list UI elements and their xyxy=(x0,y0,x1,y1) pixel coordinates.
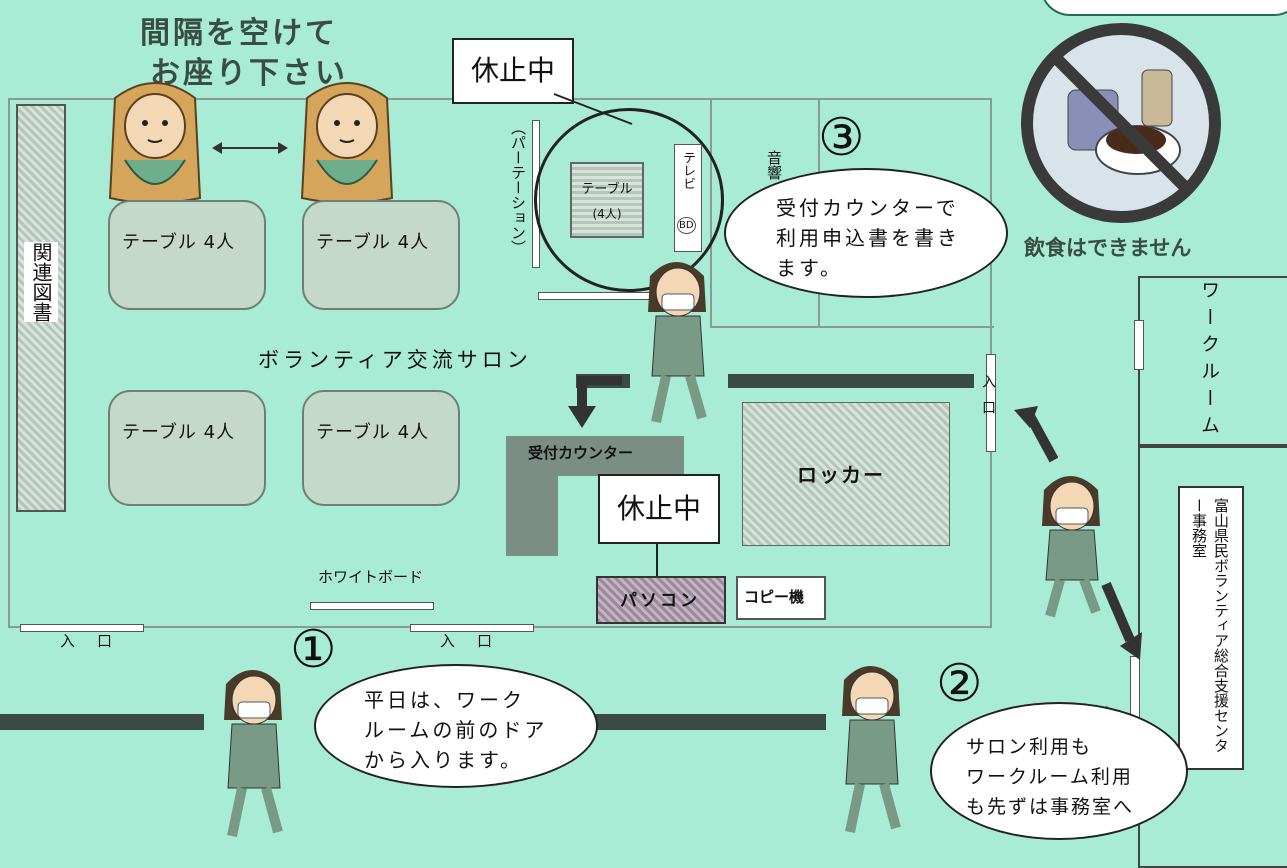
office-label: 富山県民ボランティア総合支援センター事務室 xyxy=(1190,498,1230,753)
highlight-circle xyxy=(534,108,724,292)
whiteboard xyxy=(310,602,434,610)
mermaid-illustration-left xyxy=(108,82,202,204)
paused-sign-middle: 休止中 xyxy=(598,474,720,544)
entrance-right-label: 入口 xyxy=(980,374,996,426)
step1-speech-bubble: 平日は、ワーク ルームの前のドア から入ります。 xyxy=(314,664,598,788)
arrow-to-entrance-icon xyxy=(1014,406,1058,463)
table-label: テーブル 4人 xyxy=(122,422,236,443)
entrance-left-door xyxy=(20,624,144,632)
entrance-left-label: 入口 xyxy=(60,632,135,650)
no-food-notice: 飲食はできません xyxy=(1024,236,1192,260)
entrance-center-door xyxy=(410,624,534,632)
locker-label: ロッカー xyxy=(797,463,885,487)
table-top-left: テーブル 4人 xyxy=(108,200,266,310)
step3-number: ③ xyxy=(818,108,865,168)
step2-number: ② xyxy=(936,654,983,714)
person-walking-step3 xyxy=(648,262,707,424)
step2-text-line3: も先ずは事務室へ xyxy=(966,796,1135,818)
annex-floor-line xyxy=(710,326,994,328)
tv-label: テレビ xyxy=(680,151,695,190)
step1-text-line2: ルームの前のドア xyxy=(364,718,548,742)
distance-double-arrow-icon xyxy=(212,142,288,154)
step2-speech-bubble: サロン利用も ワークルーム利用 も先ずは事務室へ xyxy=(930,702,1188,840)
corridor-wall-middle xyxy=(580,714,826,730)
paused-pointer-middle xyxy=(656,542,658,578)
workroom-label: ワークルーム xyxy=(1198,280,1220,442)
step3-text-line3: ます。 xyxy=(776,256,843,280)
person-walking-step1 xyxy=(224,670,283,838)
seating-notice-line1: 間隔を空けて xyxy=(140,16,338,51)
table-bottom-left: テーブル 4人 xyxy=(108,390,266,506)
table-bottom-right: テーブル 4人 xyxy=(302,390,460,506)
paused-pointer-top xyxy=(553,93,633,125)
copier-label: コピー機 xyxy=(744,588,805,606)
seating-notice-line2: お座り下さい xyxy=(150,56,348,91)
corridor-wall-left xyxy=(0,714,204,730)
partition-label: （パーテーション） xyxy=(509,120,527,255)
pc-desk: パソコン xyxy=(596,576,726,624)
turn-arrow-icon xyxy=(568,376,622,428)
locker: ロッカー xyxy=(742,402,950,546)
whiteboard-label: ホワイトボード xyxy=(318,568,424,586)
step2-text-line1: サロン利用も xyxy=(966,736,1093,758)
pc-label: パソコン xyxy=(620,591,700,611)
step3-text-line2: 利用申込書を書き xyxy=(776,226,960,250)
copier: コピー機 xyxy=(736,576,826,620)
step1-text-line3: から入ります。 xyxy=(364,748,523,772)
table-label: テーブル 4人 xyxy=(122,232,236,253)
table-label: テーブル 4人 xyxy=(316,422,430,443)
bd-label: BD xyxy=(677,217,696,234)
mermaid-illustration-right xyxy=(300,82,394,204)
reception-counter-side xyxy=(506,436,558,556)
related-books-label: 関連図書 xyxy=(24,242,58,322)
office-sign: 富山県民ボランティア総合支援センター事務室 xyxy=(1178,486,1244,770)
paused-sign-top: 休止中 xyxy=(452,38,574,104)
interior-wall-right xyxy=(728,374,974,388)
step3-speech-bubble: 受付カウンターで 利用申込書を書き ます。 xyxy=(724,168,1008,298)
cloud-decoration xyxy=(1040,0,1287,16)
reception-counter-label: 受付カウンター xyxy=(528,444,634,462)
small-table-label: テーブル xyxy=(581,182,633,197)
step1-text-line1: 平日は、ワーク xyxy=(364,688,525,712)
person-walking-step2 xyxy=(842,666,901,834)
workroom-area xyxy=(1138,276,1287,448)
step2-text-line2: ワークルーム利用 xyxy=(966,766,1133,788)
audio-label: 音響 xyxy=(765,150,783,180)
person-walking-right xyxy=(1042,476,1101,618)
table-label: テーブル 4人 xyxy=(316,232,430,253)
workroom-door xyxy=(1134,320,1144,370)
entrance-center-label: 入口 xyxy=(440,632,515,650)
small-table: テーブル (4人) xyxy=(570,162,644,238)
salon-title: ボランティア交流サロン xyxy=(258,348,532,372)
step1-number: ① xyxy=(290,620,337,680)
no-food-drink-icon xyxy=(1021,23,1221,223)
table-top-right: テーブル 4人 xyxy=(302,200,460,310)
small-table-count: (4人) xyxy=(592,207,622,221)
tv-cabinet: テレビ BD xyxy=(674,144,702,252)
related-books-shelf: 関連図書 xyxy=(16,104,66,512)
arrow-to-office-icon xyxy=(1101,582,1142,660)
step3-text-line1: 受付カウンターで xyxy=(776,196,959,220)
entrance-right-door xyxy=(986,354,996,452)
